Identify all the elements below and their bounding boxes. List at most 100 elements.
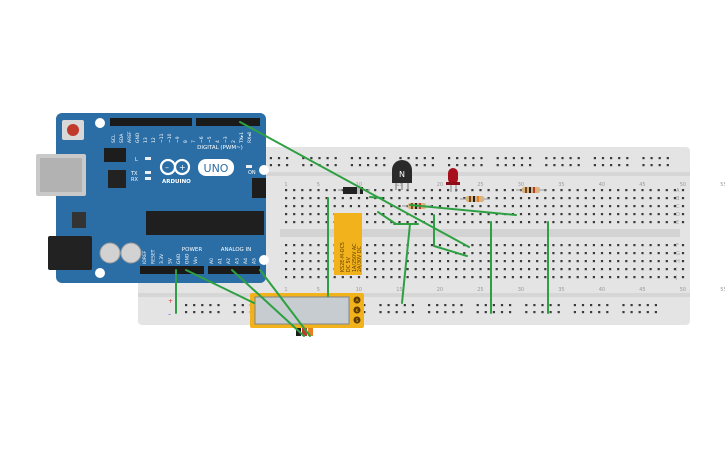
breadboard-hole[interactable] xyxy=(492,304,495,307)
breadboard-hole[interactable] xyxy=(609,189,612,192)
breadboard-hole[interactable] xyxy=(455,213,458,216)
breadboard-hole[interactable] xyxy=(285,276,288,279)
breadboard-hole[interactable] xyxy=(536,260,539,263)
breadboard-hole[interactable] xyxy=(430,213,433,216)
breadboard-hole[interactable] xyxy=(471,221,474,224)
breadboard-hole[interactable] xyxy=(528,268,531,271)
breadboard-hole[interactable] xyxy=(334,164,337,167)
breadboard-hole[interactable] xyxy=(436,311,439,314)
breadboard-hole[interactable] xyxy=(606,304,609,307)
breadboard-hole[interactable] xyxy=(552,197,555,200)
breadboard-hole[interactable] xyxy=(350,157,353,160)
breadboard-hole[interactable] xyxy=(600,189,604,192)
wire-diode-link[interactable] xyxy=(369,196,383,199)
breadboard-hole[interactable] xyxy=(681,244,685,247)
breadboard-hole[interactable] xyxy=(673,213,676,216)
breadboard-hole[interactable] xyxy=(641,268,644,271)
breadboard-hole[interactable] xyxy=(395,304,398,307)
breadboard-hole[interactable] xyxy=(293,221,296,224)
breadboard-hole[interactable] xyxy=(452,311,455,314)
breadboard-hole[interactable] xyxy=(456,157,459,160)
breadboard-hole[interactable] xyxy=(528,205,531,208)
breadboard-hole[interactable] xyxy=(436,304,439,307)
breadboard-hole[interactable] xyxy=(592,205,595,208)
breadboard-hole[interactable] xyxy=(576,268,579,271)
breadboard-hole[interactable] xyxy=(464,164,467,167)
breadboard-hole[interactable] xyxy=(495,260,498,263)
breadboard-hole[interactable] xyxy=(390,244,393,247)
breadboard-hole[interactable] xyxy=(463,189,466,192)
breadboard-hole[interactable] xyxy=(544,276,547,279)
breadboard-hole[interactable] xyxy=(374,260,377,263)
breadboard-hole[interactable] xyxy=(617,260,620,263)
breadboard-hole[interactable] xyxy=(544,205,547,208)
breadboard-hole[interactable] xyxy=(217,311,220,314)
breadboard-hole[interactable] xyxy=(552,260,555,263)
breadboard-hole[interactable] xyxy=(422,260,425,263)
breadboard-hole[interactable] xyxy=(568,244,571,247)
breadboard-hole[interactable] xyxy=(301,252,304,255)
breadboard-hole[interactable] xyxy=(309,205,312,208)
breadboard-hole[interactable] xyxy=(463,205,466,208)
breadboard-hole[interactable] xyxy=(584,252,587,255)
breadboard-hole[interactable] xyxy=(448,157,451,160)
breadboard-hole[interactable] xyxy=(463,197,466,200)
breadboard-hole[interactable] xyxy=(430,276,433,279)
breadboard-hole[interactable] xyxy=(633,260,636,263)
breadboard-hole[interactable] xyxy=(552,244,555,247)
breadboard-hole[interactable] xyxy=(610,164,613,167)
reset-button[interactable] xyxy=(67,124,79,136)
breadboard-hole[interactable] xyxy=(293,197,296,200)
breadboard-hole[interactable] xyxy=(374,268,377,271)
breadboard-hole[interactable] xyxy=(511,205,514,208)
breadboard-hole[interactable] xyxy=(463,213,466,216)
breadboard-hole[interactable] xyxy=(431,157,434,160)
breadboard-hole[interactable] xyxy=(638,311,641,314)
breadboard-hole[interactable] xyxy=(366,252,369,255)
breadboard-hole[interactable] xyxy=(633,252,636,255)
breadboard-hole[interactable] xyxy=(375,157,378,160)
breadboard-hole[interactable] xyxy=(430,260,433,263)
breadboard-hole[interactable] xyxy=(641,221,644,224)
breadboard-hole[interactable] xyxy=(654,311,657,314)
wire-diagonal-short[interactable] xyxy=(433,245,468,257)
breadboard-hole[interactable] xyxy=(622,311,625,314)
breadboard-hole[interactable] xyxy=(520,157,524,160)
breadboard-hole[interactable] xyxy=(633,244,636,247)
breadboard-hole[interactable] xyxy=(487,213,490,216)
breadboard-hole[interactable] xyxy=(403,304,406,307)
breadboard-hole[interactable] xyxy=(560,252,563,255)
breadboard-hole[interactable] xyxy=(455,260,458,263)
breadboard-hole[interactable] xyxy=(617,189,620,192)
breadboard-hole[interactable] xyxy=(519,268,523,271)
breadboard-hole[interactable] xyxy=(609,221,612,224)
breadboard-hole[interactable] xyxy=(317,260,320,263)
breadboard-hole[interactable] xyxy=(657,197,660,200)
breadboard-hole[interactable] xyxy=(480,164,483,167)
breadboard-hole[interactable] xyxy=(209,304,212,307)
breadboard-hole[interactable] xyxy=(463,260,466,263)
breadboard-hole[interactable] xyxy=(479,252,482,255)
breadboard-hole[interactable] xyxy=(642,157,645,160)
breadboard-hole[interactable] xyxy=(430,268,433,271)
breadboard-hole[interactable] xyxy=(387,311,390,314)
breadboard-hole[interactable] xyxy=(622,304,625,307)
breadboard-hole[interactable] xyxy=(325,197,328,200)
breadboard-hole[interactable] xyxy=(285,205,288,208)
breadboard-hole[interactable] xyxy=(649,213,652,216)
wire-relay-link[interactable] xyxy=(377,211,397,225)
breadboard-hole[interactable] xyxy=(438,189,442,192)
breadboard-hole[interactable] xyxy=(673,197,676,200)
breadboard-hole[interactable] xyxy=(630,311,633,314)
breadboard-hole[interactable] xyxy=(293,260,296,263)
breadboard-hole[interactable] xyxy=(576,221,579,224)
breadboard-hole[interactable] xyxy=(456,164,459,167)
breadboard-hole[interactable] xyxy=(326,157,329,160)
breadboard-hole[interactable] xyxy=(395,311,398,314)
breadboard-hole[interactable] xyxy=(382,244,385,247)
breadboard-hole[interactable] xyxy=(398,213,401,216)
breadboard-hole[interactable] xyxy=(487,205,490,208)
breadboard-hole[interactable] xyxy=(665,221,668,224)
breadboard-hole[interactable] xyxy=(383,157,386,160)
breadboard-hole[interactable] xyxy=(406,276,409,279)
